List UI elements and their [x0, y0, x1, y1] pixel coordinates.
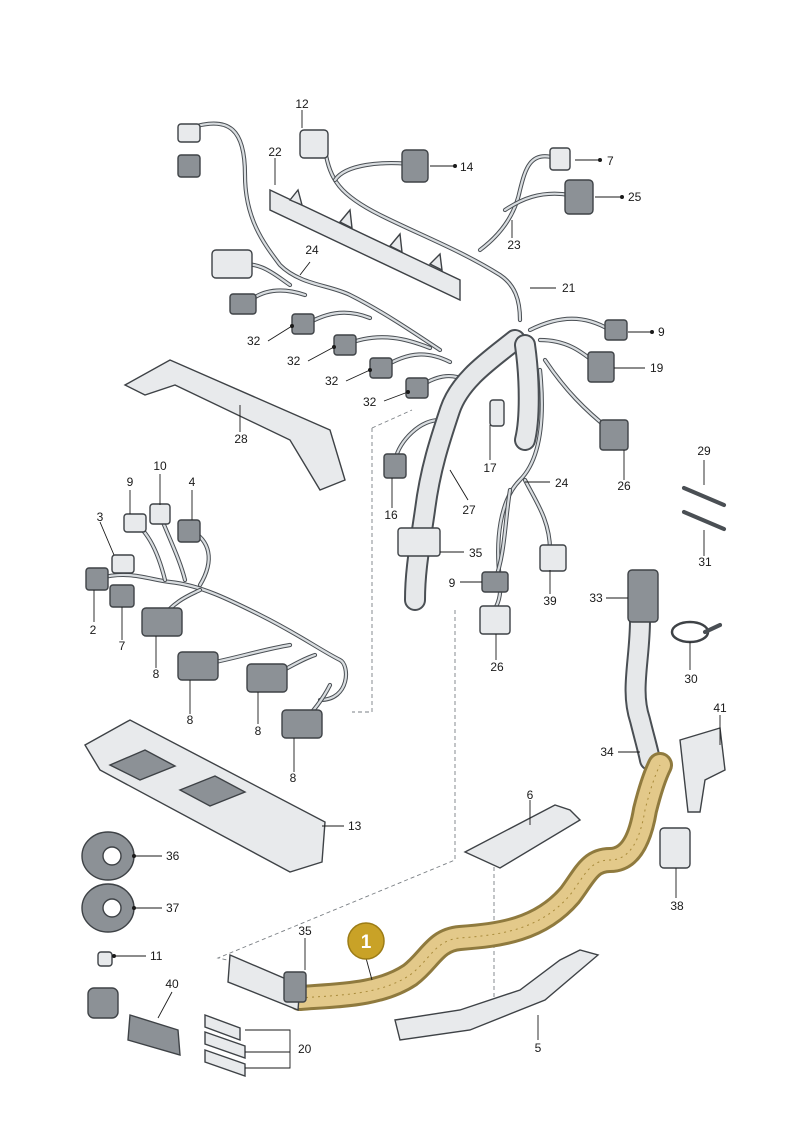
part-1-badge: 1 [347, 922, 385, 960]
callout-35: 35 [298, 924, 312, 938]
tape-roll-37 [81, 883, 135, 933]
callout-35: 35 [469, 546, 483, 560]
callout-16: 16 [384, 508, 398, 522]
callout-5: 5 [535, 1041, 542, 1055]
callout-21: 21 [562, 281, 576, 295]
callout-31: 31 [698, 555, 712, 569]
bracket-5 [394, 949, 600, 1041]
callout-11: 11 [150, 949, 163, 963]
callout-7: 7 [607, 154, 614, 168]
bracket-13 [84, 719, 326, 873]
callout-27: 27 [462, 503, 476, 517]
callout-38: 38 [670, 899, 684, 913]
callout-26: 26 [617, 479, 631, 493]
callout-3: 3 [97, 510, 104, 524]
callout-36: 36 [166, 849, 180, 863]
cable-ties [681, 485, 727, 532]
bracket-6 [463, 804, 582, 869]
callout-14: 14 [460, 160, 474, 174]
right-harness-branch [624, 569, 726, 869]
callout-32: 32 [247, 334, 261, 348]
callout-32: 32 [363, 395, 377, 409]
callout-26: 26 [490, 660, 504, 674]
part-1-highlighted-conduit [227, 752, 673, 1012]
callout-25: 25 [628, 190, 642, 204]
callout-9: 9 [658, 325, 665, 339]
callout-33: 33 [589, 591, 603, 605]
callout-28: 28 [234, 432, 248, 446]
callout-24: 24 [305, 243, 319, 257]
bracket-28 [123, 359, 346, 491]
callout-13: 13 [348, 819, 362, 833]
tape-roll-36 [81, 831, 135, 881]
callout-24: 24 [555, 476, 569, 490]
callout-9: 9 [449, 576, 456, 590]
callout-2: 2 [90, 623, 97, 637]
callout-39: 39 [543, 594, 557, 608]
callout-labels: 12 22 14 7 25 23 24 21 9 19 32 32 32 32 … [90, 97, 727, 1056]
callout-10: 10 [153, 459, 167, 473]
callout-40: 40 [165, 977, 179, 991]
callout-8: 8 [290, 771, 297, 785]
callout-4: 4 [189, 475, 196, 489]
callout-8: 8 [187, 713, 194, 727]
callout-7: 7 [119, 639, 126, 653]
reference-dashed-line [352, 428, 373, 713]
hose-clamp-30 [670, 620, 723, 644]
callout-32: 32 [325, 374, 339, 388]
part-1-badge-label: 1 [361, 932, 372, 953]
callout-29: 29 [697, 444, 711, 458]
callout-12: 12 [295, 97, 309, 111]
callout-8: 8 [255, 724, 262, 738]
callout-34: 34 [600, 745, 614, 759]
reference-dashed-line [216, 610, 456, 963]
sleeves-20 [204, 1013, 246, 1077]
coil-harness [85, 503, 349, 739]
reference-dashed-line [371, 409, 413, 429]
callout-6: 6 [527, 788, 534, 802]
callout-8: 8 [153, 667, 160, 681]
upper-wiring-harness [177, 121, 629, 635]
plug-11 [97, 951, 113, 967]
callout-37: 37 [166, 901, 180, 915]
callout-32: 32 [287, 354, 301, 368]
conduit-40 [87, 987, 181, 1056]
callout-23: 23 [507, 238, 521, 252]
callout-22: 22 [268, 145, 282, 159]
callout-30: 30 [684, 672, 698, 686]
callout-9: 9 [127, 475, 134, 489]
callout-17: 17 [483, 461, 497, 475]
callout-20: 20 [298, 1042, 312, 1056]
callout-41: 41 [713, 701, 727, 715]
callout-leader-lines [93, 110, 721, 1069]
callout-19: 19 [650, 361, 664, 375]
